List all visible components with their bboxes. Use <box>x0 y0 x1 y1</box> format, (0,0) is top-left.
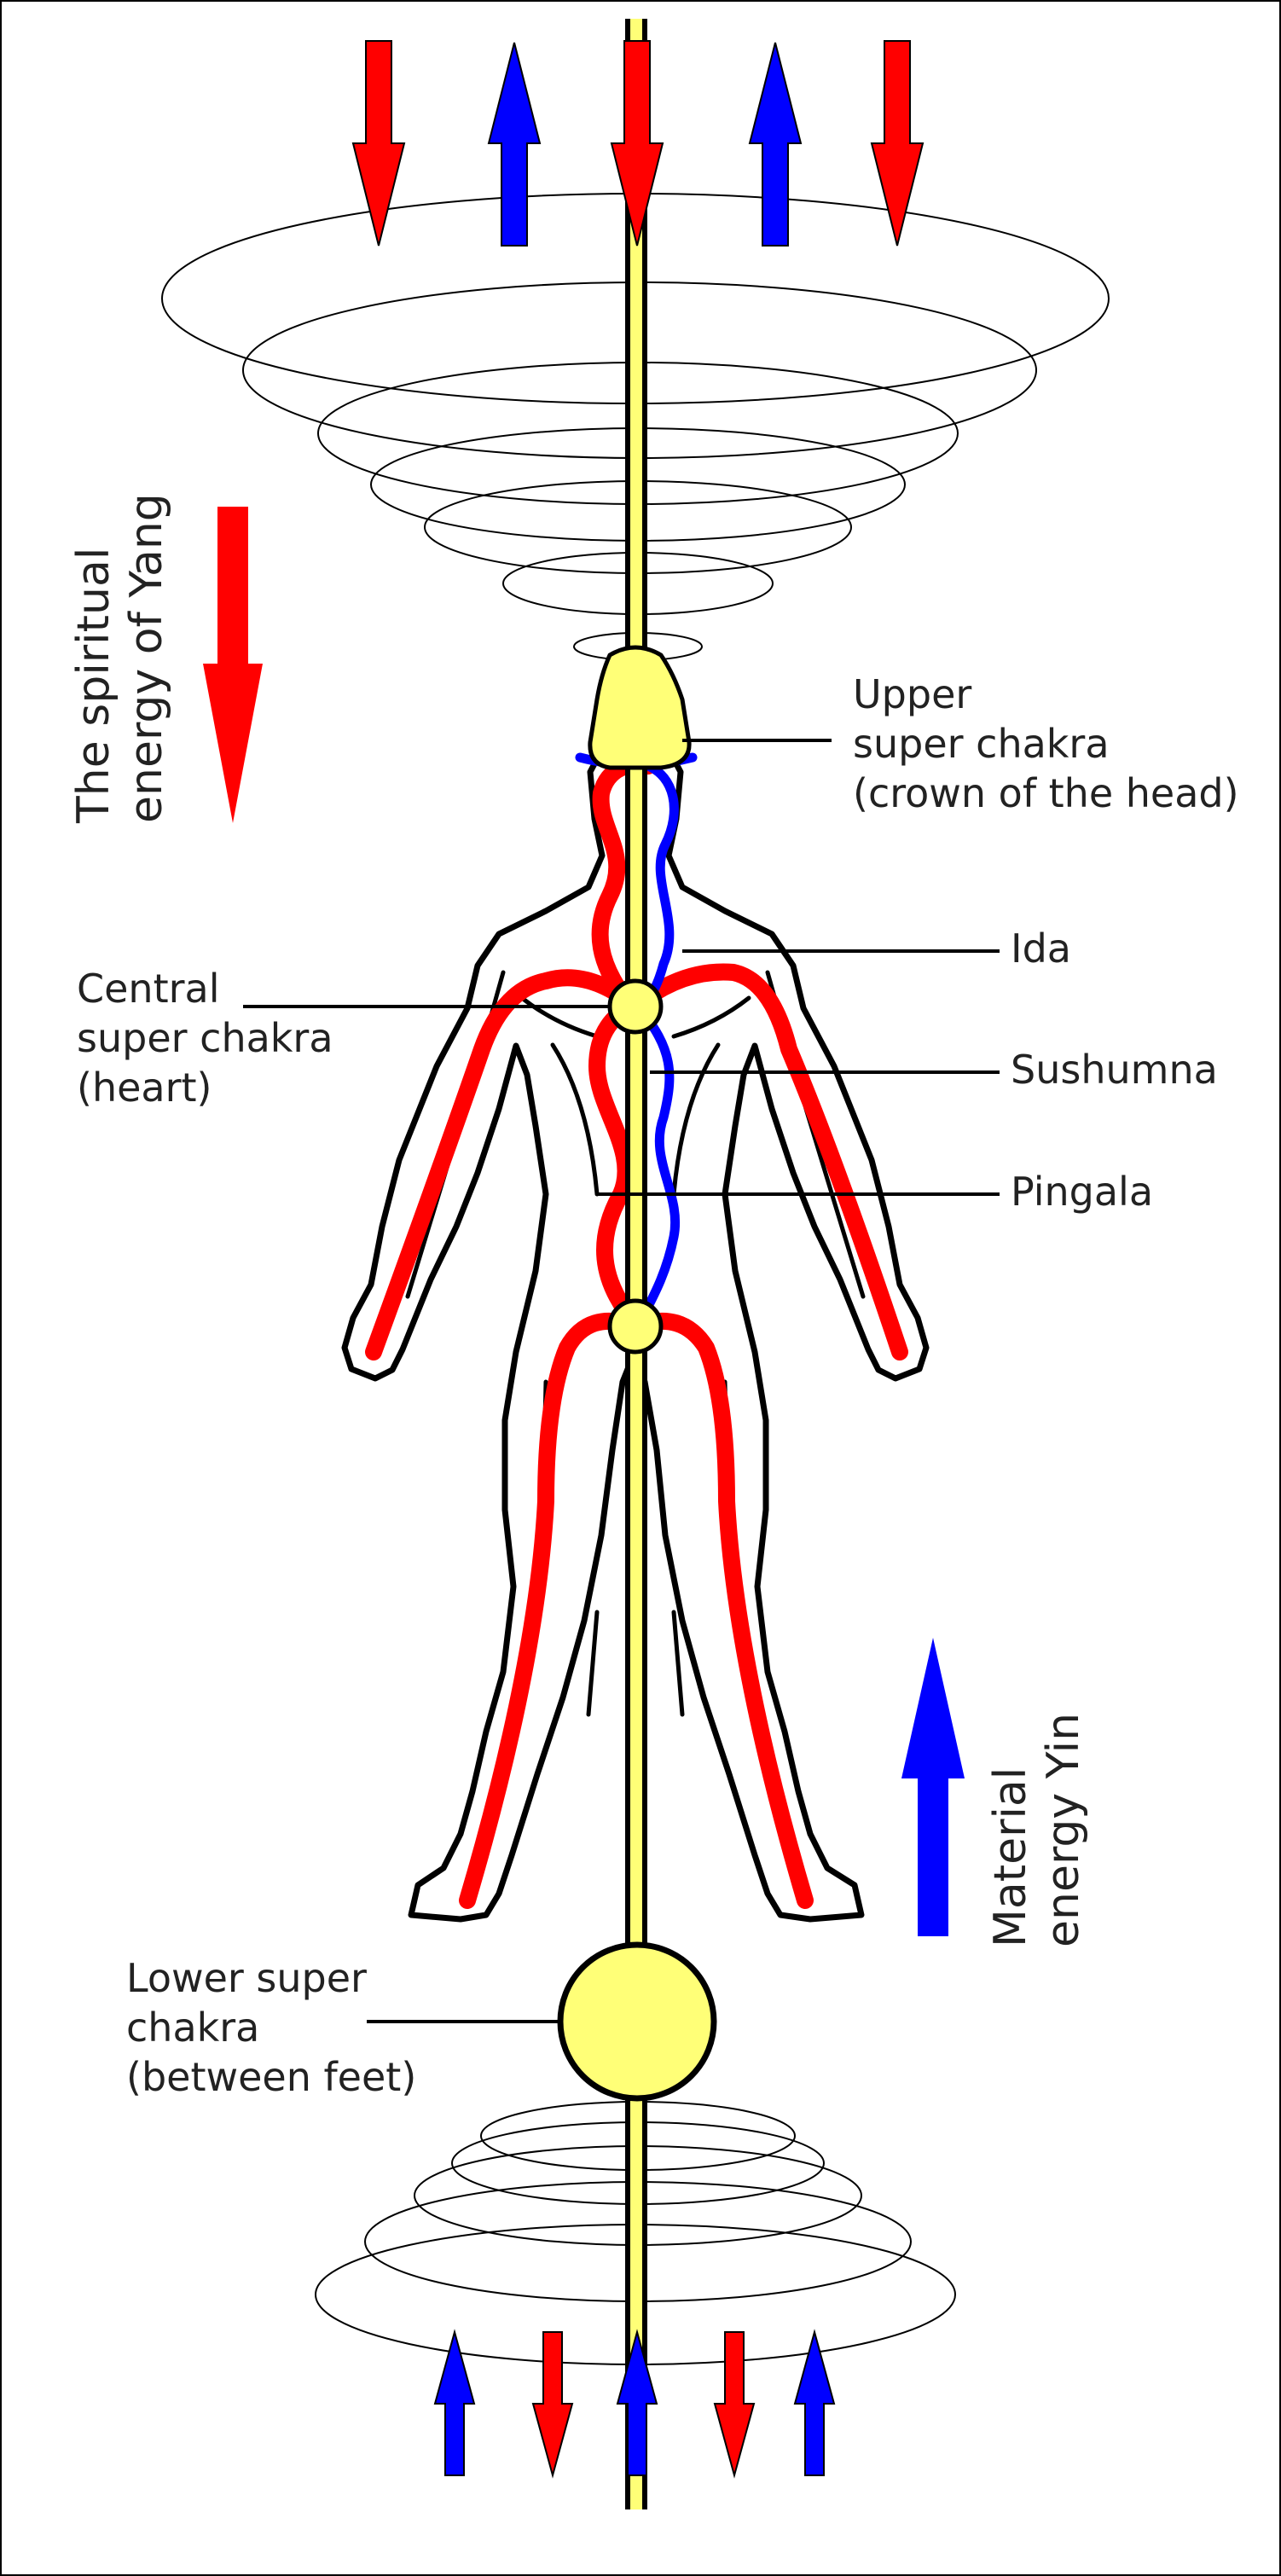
yang-channel-red <box>365 756 908 1909</box>
lower-super-chakra <box>557 1941 717 2102</box>
yin-label: Material energy Yin <box>985 1713 1089 1947</box>
yang-down-arrow-icon <box>203 507 263 823</box>
yang-label: The spiritual energy of Yang <box>68 493 172 824</box>
pingala-label: Pingala <box>1011 1169 1153 1215</box>
sushumna-label: Sushumna <box>1011 1047 1218 1093</box>
arrow-down-icon <box>610 40 664 247</box>
sushumna-channel <box>625 19 647 2509</box>
upper-chakra-label: Upper super chakra (crown of the head) <box>853 671 1239 816</box>
red-left-leg <box>459 1312 644 1909</box>
yin-up-arrow-icon <box>901 1638 965 1936</box>
red-left-arm <box>365 969 644 1361</box>
arrow-down-icon <box>713 2331 756 2479</box>
arrow-down-icon <box>531 2331 574 2479</box>
lower-chakra-label: Lower super chakra (between feet) <box>126 1955 416 2100</box>
leader-lines <box>243 739 1000 2023</box>
red-right-arm <box>627 963 908 1361</box>
upper-super-chakra <box>588 645 692 770</box>
central-super-chakra <box>607 978 664 1035</box>
red-right-leg <box>627 1312 814 1909</box>
arrow-down-icon <box>351 40 406 247</box>
navel-chakra <box>607 1298 664 1355</box>
arrow-down-icon <box>870 40 925 247</box>
arrow-up-icon <box>487 42 542 247</box>
ida-label: Ida <box>1011 925 1071 972</box>
arrow-up-icon <box>616 2329 658 2476</box>
central-chakra-label: Central super chakra (heart) <box>77 966 345 1111</box>
top-arrows <box>351 40 925 247</box>
arrow-up-icon <box>748 42 803 247</box>
arrow-up-icon <box>793 2329 836 2476</box>
bottom-arrows <box>433 2329 836 2479</box>
arrow-up-icon <box>433 2329 476 2476</box>
